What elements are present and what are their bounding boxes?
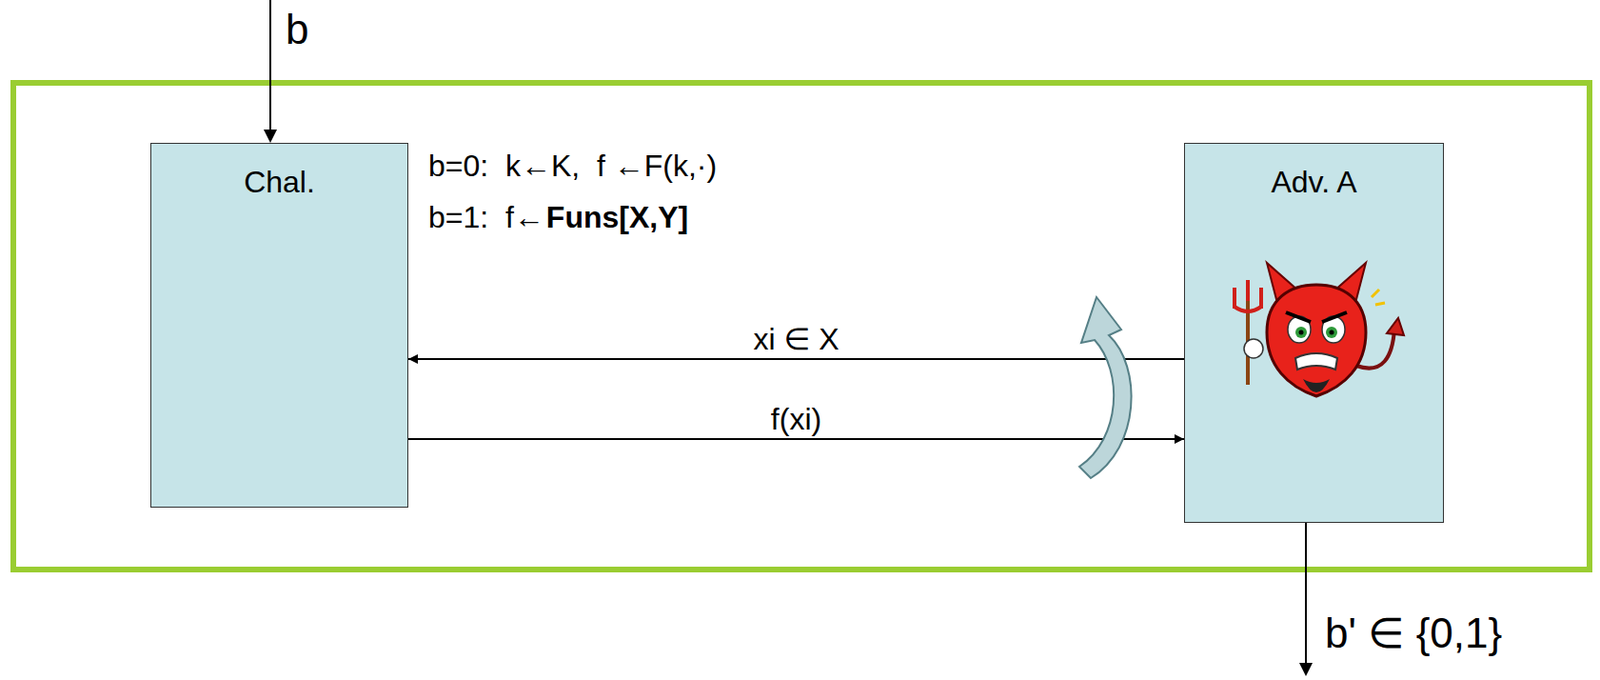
output-arrowhead — [1299, 662, 1313, 676]
message-arrow — [408, 437, 1185, 440]
output-line — [1304, 522, 1307, 665]
process-box: Chal. — [150, 142, 409, 508]
formula-label: b=0: k←K, f ←F(k,·) — [428, 148, 717, 184]
box-fill — [150, 142, 409, 508]
formula-label: Funs[X,Y] — [546, 199, 689, 236]
system-frame — [13, 82, 1590, 570]
formula-label: b — [285, 5, 309, 55]
message-label: f(xi) — [768, 402, 825, 436]
process-box: Adv. A — [1184, 142, 1444, 523]
box-title: Adv. A — [1185, 143, 1443, 200]
box-fill — [1184, 142, 1444, 523]
loop-icon — [1079, 296, 1132, 478]
formula-label: b' ∈ {0,1} — [1324, 609, 1502, 658]
box-title: Chal. — [151, 143, 408, 200]
formula-label: b=1: f← — [428, 199, 545, 236]
message-arrow — [408, 357, 1185, 360]
input-arrowhead — [263, 129, 277, 143]
adversary-devil — [1234, 262, 1404, 396]
message-label: xi ∈ X — [750, 322, 842, 356]
input-line — [269, 0, 272, 134]
